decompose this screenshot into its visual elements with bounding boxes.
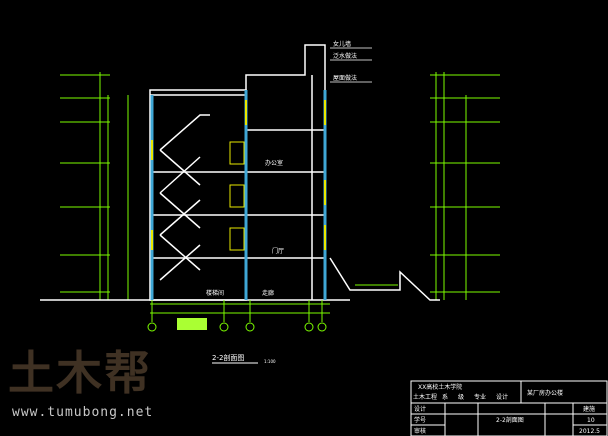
room-label: 门厅 xyxy=(272,247,284,255)
title-block xyxy=(410,380,608,436)
annotation-3: 屋面做法 xyxy=(333,74,357,82)
dept-name: 土木工程 xyxy=(413,393,437,401)
grade-label: 级 xyxy=(458,393,464,401)
project-name: 某厂房办公楼 xyxy=(527,389,563,397)
drawing-date: 2012.5 xyxy=(579,428,600,435)
watermark-logo: 土木帮 xyxy=(8,346,152,400)
block-drawing-name: 2-2剖面图 xyxy=(496,416,524,424)
row-label-design: 设计 xyxy=(414,405,426,413)
walls-windows xyxy=(151,100,326,250)
row-label-review: 审核 xyxy=(414,427,426,435)
major-label: 专业 xyxy=(474,393,486,401)
note-highlight xyxy=(177,318,207,330)
room-label: 走廊 xyxy=(262,289,274,297)
columns xyxy=(150,90,327,300)
annotation-1: 女儿墙 xyxy=(333,40,351,48)
school-name: XX高校土木学院 xyxy=(418,383,462,391)
leader-lines xyxy=(330,47,372,83)
drawing-category: 建施 xyxy=(583,405,595,413)
row-label-student-id: 学号 xyxy=(414,416,426,424)
room-label: 楼梯间 xyxy=(206,289,224,297)
major-value: 设计 xyxy=(496,393,508,401)
doors xyxy=(229,141,245,251)
watermark-url: www.tumubong.net xyxy=(12,405,154,420)
right-elevation-ruler xyxy=(430,72,500,300)
drawing-title: 2-2剖面图 xyxy=(212,353,244,362)
annotation-2: 泛水做法 xyxy=(333,52,357,60)
dept-suffix: 系 xyxy=(442,393,448,401)
dimension-lines xyxy=(147,300,330,332)
room-label: 办公室 xyxy=(265,159,283,167)
drawing-number: 10 xyxy=(587,417,595,424)
building-section xyxy=(149,44,326,301)
left-elevation-ruler xyxy=(60,72,129,300)
drawing-scale: 1:100 xyxy=(264,359,276,364)
